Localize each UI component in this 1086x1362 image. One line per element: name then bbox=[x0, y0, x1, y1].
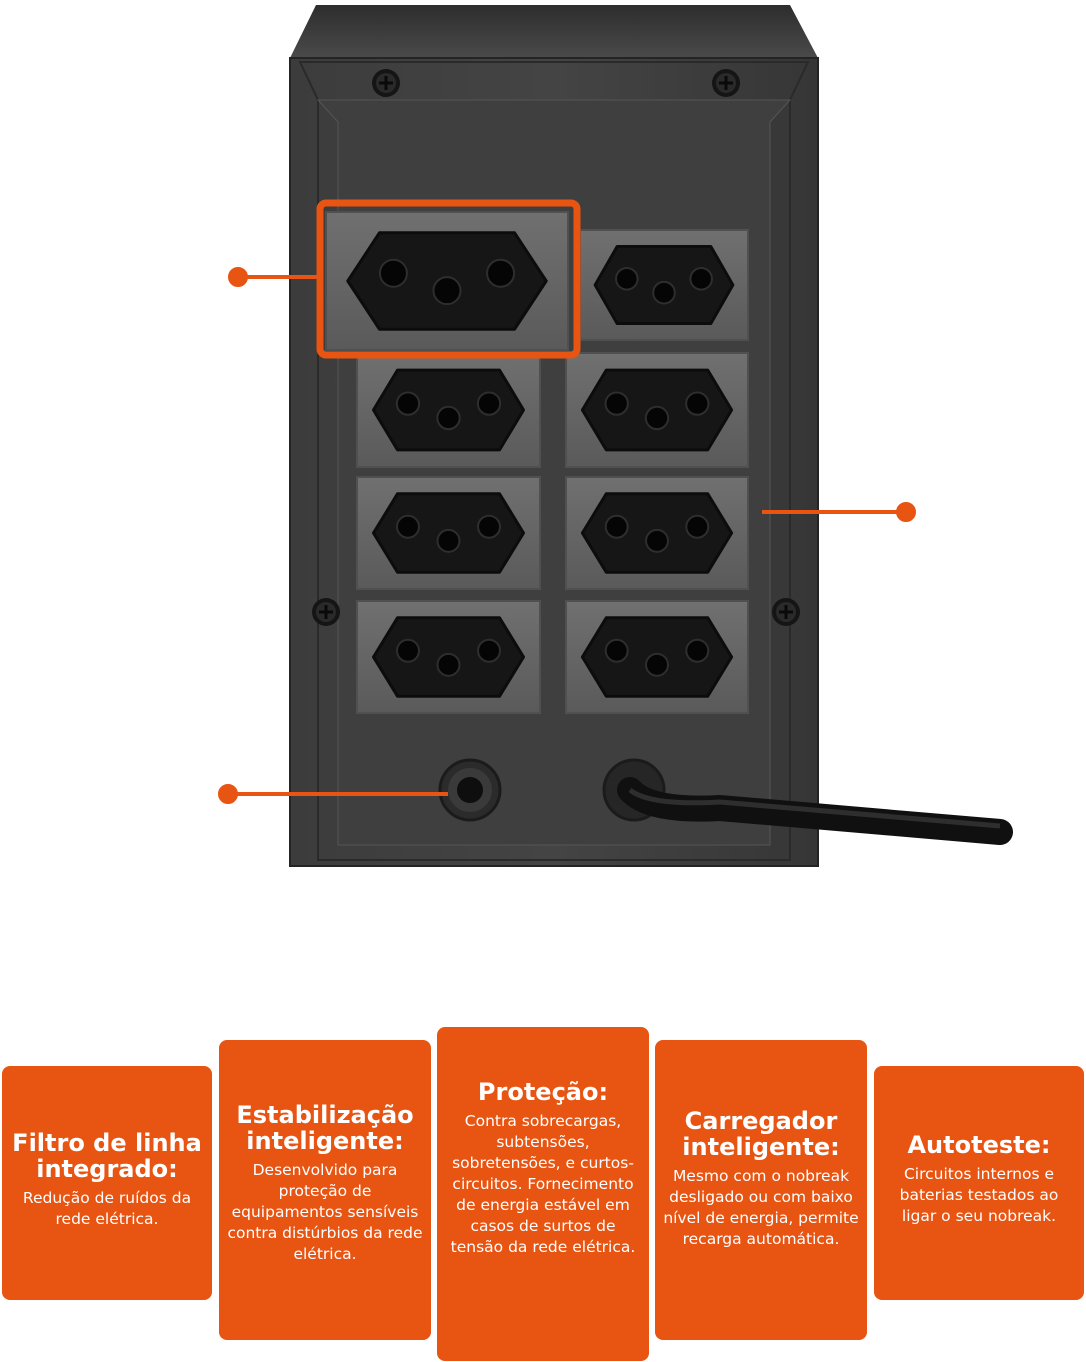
outlet-panel bbox=[325, 211, 749, 714]
outlet bbox=[579, 229, 749, 341]
feature-card-line-filter: Filtro de linha integrado: Redução de ru… bbox=[2, 1066, 212, 1300]
cabinet-top bbox=[290, 5, 818, 58]
outlet bbox=[565, 352, 749, 468]
callout-line-input bbox=[228, 267, 320, 287]
ups-rear-photo bbox=[218, 5, 1013, 867]
feature-text: Circuitos internos e baterias testados a… bbox=[899, 1165, 1059, 1225]
feature-title: Proteção: bbox=[477, 1078, 609, 1106]
feature-card-selftest: Autoteste: Circuitos internos e baterias… bbox=[874, 1066, 1084, 1300]
feature-text: Contra sobrecargas, subtensões, sobreten… bbox=[450, 1112, 636, 1256]
callout-line-outlets bbox=[762, 502, 916, 522]
feature-title: Carregador inteligente: bbox=[682, 1107, 840, 1161]
feature-text: Redução de ruídos da rede elétrica. bbox=[22, 1189, 192, 1228]
power-cord-icon bbox=[602, 758, 1013, 845]
outlet bbox=[565, 476, 749, 590]
outlet bbox=[356, 476, 541, 590]
feature-title: Autoteste: bbox=[907, 1131, 1051, 1159]
screw-icon bbox=[772, 598, 800, 626]
feature-card-charger: Carregador inteligente: Mesmo com o nobr… bbox=[655, 1040, 867, 1340]
communication-port-icon bbox=[438, 758, 502, 822]
feature-title: Estabilização inteligente: bbox=[236, 1101, 414, 1155]
screw-icon bbox=[312, 598, 340, 626]
callout-line-port bbox=[218, 784, 448, 804]
feature-text: Desenvolvido para proteção de equipament… bbox=[227, 1161, 423, 1263]
main-outlet bbox=[325, 211, 569, 351]
screw-icon bbox=[712, 69, 740, 97]
screw-icon bbox=[372, 69, 400, 97]
feature-card-stabilization: Estabilização inteligente: Desenvolvido … bbox=[219, 1040, 431, 1340]
outlet bbox=[356, 600, 541, 714]
outlet bbox=[565, 600, 749, 714]
feature-title: Filtro de linha integrado: bbox=[12, 1129, 202, 1183]
feature-card-protection: Proteção: Contra sobrecargas, subtensões… bbox=[437, 1027, 649, 1361]
feature-text: Mesmo com o nobreak desligado ou com bai… bbox=[663, 1167, 859, 1248]
outlet bbox=[356, 352, 541, 468]
